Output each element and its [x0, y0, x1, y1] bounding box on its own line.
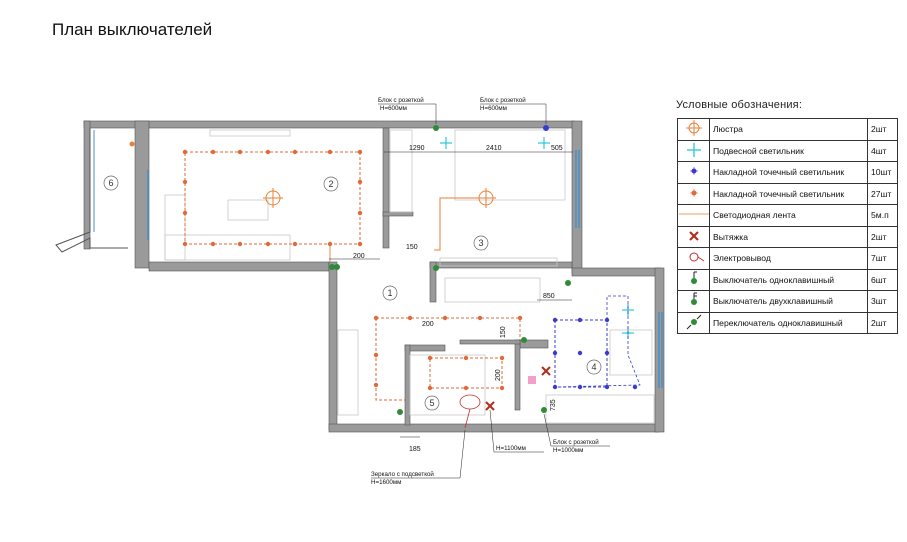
double-switch-icon [690, 292, 697, 306]
svg-text:4: 4 [591, 362, 596, 372]
legend-row: Выключатель одноклавишный 6шт [677, 268, 898, 291]
legend-title: Условные обозначения: [676, 99, 803, 111]
legend-row: Накладной точечный светильник 10шт [677, 161, 898, 184]
surface-spot-orange-icon [689, 188, 698, 197]
wall-balcony-partition [134, 120, 150, 269]
svg-text:5: 5 [429, 398, 434, 408]
wall-right-bedroom [571, 120, 583, 274]
wall-living-bottom [148, 261, 330, 272]
wall-bath-top-2 [459, 339, 521, 345]
surface-spot-blue-icon [543, 125, 549, 131]
single-switch-icon [334, 264, 340, 270]
legend-row: Электровывод 7шт [677, 247, 898, 270]
room-4: 4 [586, 359, 602, 375]
chandelier-icon [263, 188, 283, 208]
double-switch-icon [521, 337, 527, 343]
legend-row: Подвесной светильник 4шт [677, 139, 898, 162]
living-room-spot-lights [182, 149, 363, 262]
page-title: План выключателей [52, 20, 213, 39]
wall-left-balcony [83, 120, 91, 250]
svg-text:2: 2 [328, 179, 333, 189]
chandelier-icon [434, 188, 496, 251]
dimension-values: 1290 2410 505 200 150 850 200 150 200 73… [353, 145, 563, 453]
windows [147, 150, 663, 388]
chandelier-icon [685, 120, 702, 137]
wall-bath-top [404, 344, 446, 352]
balcony [55, 128, 128, 253]
switches [129, 125, 571, 415]
dim-150-bedroom: 150 [406, 244, 418, 251]
dim-2410: 2410 [486, 145, 502, 152]
room-3: 3 [473, 235, 489, 251]
single-switch-icon [397, 409, 403, 415]
legend-table: Люстра 2шт Подвесной светильник 4шт Накл… [677, 118, 898, 334]
room-2: 2 [323, 176, 339, 192]
mirror-height: H=1600мм [371, 479, 401, 486]
dim-150-bath: 150 [500, 326, 507, 338]
dim-505: 505 [551, 145, 563, 152]
electric-outlet-icon [129, 141, 135, 147]
height-1100: H=1100мм [496, 445, 526, 452]
led-strip-icon [678, 213, 709, 215]
dim-200-living: 200 [353, 253, 365, 260]
legend-row: Накладной точечный светильник 27шт [677, 182, 898, 205]
wall-bath-left [404, 344, 411, 426]
dim-200-hall: 200 [422, 321, 434, 328]
exhaust-fan-icon [688, 230, 699, 241]
socket-block-height: H=600мм [380, 105, 407, 112]
svg-text:1: 1 [387, 288, 392, 298]
dim-1290: 1290 [409, 145, 425, 152]
socket-block-height: H=600мм [480, 105, 507, 112]
dim-850: 850 [543, 293, 555, 300]
kitchen-spot-lights [552, 295, 641, 390]
wall-hall-left [328, 261, 338, 431]
exhaust-fan-icon [541, 366, 551, 376]
room-1: 1 [382, 285, 398, 301]
annotations: Блок с розеткой H=600мм Блок с розеткой … [371, 97, 610, 486]
wall-kitchen-top [571, 267, 662, 277]
socket-block-label: Блок с розеткой [480, 97, 526, 104]
legend-row: Светодиодная лента 5м.п [677, 204, 898, 227]
room-labels: 6 2 3 1 4 5 [103, 175, 602, 411]
svg-text:6: 6 [108, 178, 113, 188]
dim-735: 735 [550, 399, 557, 411]
room-5: 5 [424, 395, 440, 411]
electric-outlet-icon [459, 394, 481, 429]
single-switch-icon [433, 265, 439, 271]
svg-text:3: 3 [478, 238, 483, 248]
pendant-light-icon [440, 137, 634, 339]
surface-spot-blue-icon [689, 167, 698, 176]
single-switch-icon [690, 271, 697, 284]
wall-top [83, 120, 575, 129]
electric-outlet-icon [689, 252, 704, 262]
single-switch-icon [433, 125, 439, 131]
wall-bedroom-corner [429, 261, 437, 303]
dim-200-bath: 200 [495, 369, 502, 381]
wall-closet [382, 211, 414, 217]
socket-block-height: H=1000мм [553, 447, 583, 454]
wall-bedroom-bottom [429, 261, 573, 269]
hall-spot-lights [373, 315, 523, 401]
wall-bottom [328, 423, 660, 433]
room-6: 6 [103, 175, 119, 191]
double-switch-icon [565, 280, 571, 286]
wall-living-right [382, 127, 390, 249]
dimension-lines [329, 151, 573, 438]
legend-row: Переключатель одноклавишный 2шт [677, 311, 898, 334]
legend-row: Люстра 2шт [677, 118, 898, 141]
single-passthrough-switch-icon [541, 407, 547, 413]
mirror-label: Зеркало с подсветкой [371, 471, 434, 478]
dim-185: 185 [409, 446, 421, 453]
single-passthrough-switch-icon [686, 314, 701, 330]
exhaust-fan-icon [485, 401, 495, 411]
electric-outlet-icon [528, 376, 536, 384]
legend-row: Вытяжка 2шт [677, 225, 898, 248]
wall-bath-right [514, 339, 521, 411]
socket-block-label: Блок с розеткой [378, 97, 424, 104]
pendant-light-icon [686, 142, 701, 157]
single-switch-icon [329, 264, 335, 270]
legend-row: Выключатель двухклавишный 3шт [677, 290, 898, 313]
socket-block-label: Блок с розеткой [553, 439, 599, 446]
